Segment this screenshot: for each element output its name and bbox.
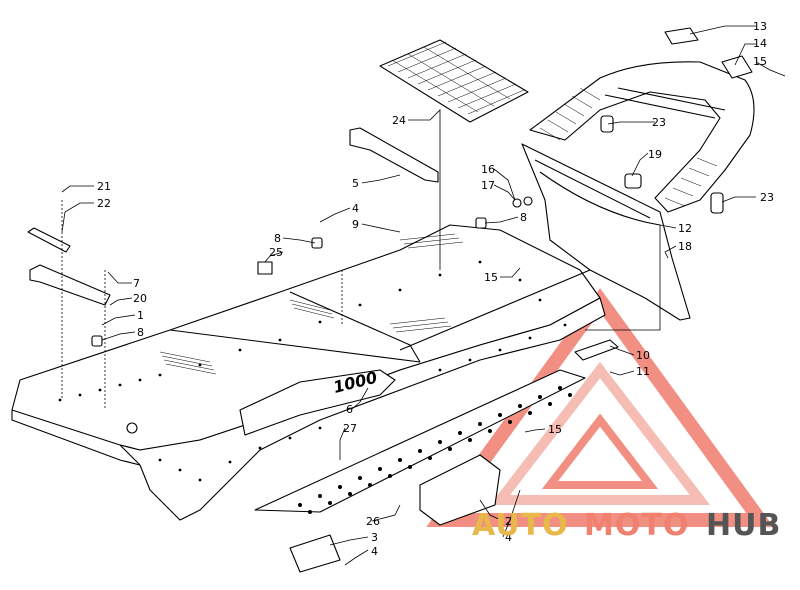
callout-15-top: 15 [753, 55, 767, 68]
bracket-22 [27, 227, 71, 253]
label-25 [257, 261, 273, 275]
seat-strip [349, 127, 439, 183]
clip-23b [710, 192, 724, 214]
leader-lines [61, 25, 786, 566]
watermark-hub: HUB [706, 508, 782, 543]
callout-23-lower: 23 [760, 191, 774, 204]
callout-4-top: 4 [352, 202, 359, 215]
bracket-20 [29, 264, 111, 306]
callout-20: 20 [133, 292, 147, 305]
callout-18: 18 [678, 240, 692, 253]
callout-labels: 13 14 15 24 23 19 16 17 23 5 21 22 4 9 8… [97, 20, 774, 558]
callout-4-low: 4 [371, 545, 378, 558]
bushing-8b [475, 217, 487, 229]
callout-11: 11 [636, 365, 650, 378]
callout-1: 1 [137, 309, 144, 322]
callout-13: 13 [753, 20, 767, 33]
callout-8-right: 8 [520, 211, 527, 224]
clip-19 [624, 173, 642, 189]
callout-15-low: 15 [548, 423, 562, 436]
callout-7: 7 [133, 277, 140, 290]
plate-3 [289, 534, 341, 573]
callout-26: 26 [366, 515, 380, 528]
callout-14: 14 [753, 37, 767, 50]
callout-10: 10 [636, 349, 650, 362]
callout-3: 3 [371, 531, 378, 544]
callout-9: 9 [352, 218, 359, 231]
part-10 [574, 339, 619, 361]
callout-6: 6 [346, 403, 353, 416]
foot-bracket [419, 454, 501, 526]
watermark-moto: MOTO [584, 508, 690, 543]
callout-21: 21 [97, 180, 111, 193]
callout-15-mid: 15 [484, 271, 498, 284]
watermark: AUTO MOTO HUB [470, 506, 800, 550]
callout-24: 24 [392, 114, 406, 127]
reflector-14 [721, 55, 753, 79]
callout-22: 22 [97, 197, 111, 210]
callout-19: 19 [648, 148, 662, 161]
callout-25: 25 [269, 246, 283, 259]
rear-flap [521, 143, 691, 321]
bushing-8a [311, 237, 323, 249]
callout-8-lower: 8 [137, 326, 144, 339]
callout-5: 5 [352, 177, 359, 190]
callout-2: 2 [505, 515, 512, 528]
washer-16-17 [512, 196, 533, 208]
callout-16: 16 [481, 163, 495, 176]
callout-17: 17 [481, 179, 495, 192]
callout-12: 12 [678, 222, 692, 235]
callout-23-upper: 23 [652, 116, 666, 129]
watermark-auto: AUTO [472, 508, 569, 543]
seat-pad [379, 39, 529, 123]
reflector-13 [664, 27, 699, 45]
callout-4-mid: 4 [505, 531, 512, 544]
rear-bumper [529, 61, 755, 213]
callout-27: 27 [343, 422, 357, 435]
running-board [254, 369, 586, 514]
clip-23a [600, 115, 614, 133]
callout-8-left: 8 [274, 232, 281, 245]
bushing-8c [91, 335, 103, 347]
